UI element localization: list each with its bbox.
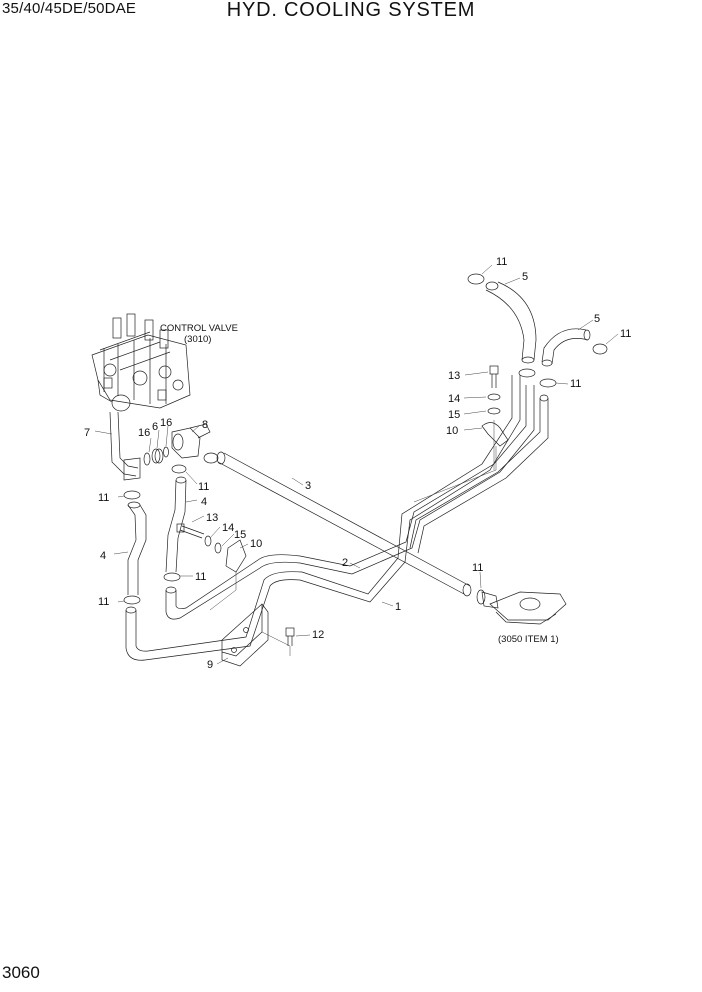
hoses-4	[127, 476, 187, 595]
control-valve-label: CONTROL VALVE	[160, 323, 238, 334]
callout-12: 12	[312, 629, 324, 641]
hose-7	[109, 394, 141, 481]
callout-15-b: 15	[234, 529, 246, 541]
callout-2: 2	[342, 557, 348, 569]
callout-15-a: 15	[448, 409, 460, 421]
callout-10-a: 10	[446, 425, 458, 437]
callout-5-a: 5	[522, 271, 528, 283]
control-valve	[91, 313, 191, 409]
callout-labels: 7 16 6 16 8 11 11 4 4 11 11 13 14 15 10 …	[84, 256, 631, 671]
tube-2	[165, 385, 549, 620]
callout-4-a: 4	[201, 496, 207, 508]
elbow-fitting-8	[171, 423, 211, 459]
callout-16-b: 16	[160, 417, 172, 429]
callout-8: 8	[202, 419, 208, 431]
callout-4-b: 4	[100, 550, 106, 562]
oil-cooler-fitting	[481, 591, 567, 625]
callout-14-a: 14	[448, 393, 460, 405]
callout-11-g: 11	[620, 328, 631, 340]
callout-3: 3	[305, 480, 311, 492]
callout-10-b: 10	[250, 538, 262, 550]
callout-11-b: 11	[198, 481, 209, 493]
leader-lines	[94, 264, 619, 665]
hoses-5	[485, 281, 591, 367]
callout-13-b: 13	[206, 512, 218, 524]
callout-11-d: 11	[98, 596, 109, 608]
callout-5-b: 5	[594, 313, 600, 325]
callout-11-h: 11	[570, 378, 581, 390]
bolt-group-lower	[176, 523, 247, 611]
callout-11-f: 11	[496, 256, 507, 268]
callout-9: 9	[207, 659, 213, 671]
callout-7: 7	[84, 427, 90, 439]
cooler-ref: (3050 ITEM 1)	[498, 634, 559, 645]
model-label: 35/40/45DE/50DAE	[2, 0, 137, 17]
bracket-9	[221, 603, 295, 667]
callout-14-b: 14	[222, 522, 234, 534]
callout-13-a: 13	[448, 370, 460, 382]
callout-16-a: 16	[138, 427, 150, 439]
callout-6: 6	[152, 421, 158, 433]
callout-11-e: 11	[472, 562, 483, 574]
control-valve-ref: (3010)	[184, 334, 211, 345]
diagram-title: HYD. COOLING SYSTEM	[226, 0, 476, 21]
callout-11-a: 11	[98, 492, 109, 504]
bolt-group-upper	[413, 365, 509, 503]
callout-1: 1	[395, 601, 401, 613]
page-number: 3060	[2, 963, 40, 982]
tube-1	[125, 375, 521, 661]
o-rings-16-6	[143, 446, 169, 466]
callout-11-c: 11	[195, 571, 206, 583]
hose-clamps-11	[123, 273, 608, 605]
tube-3	[216, 451, 472, 597]
